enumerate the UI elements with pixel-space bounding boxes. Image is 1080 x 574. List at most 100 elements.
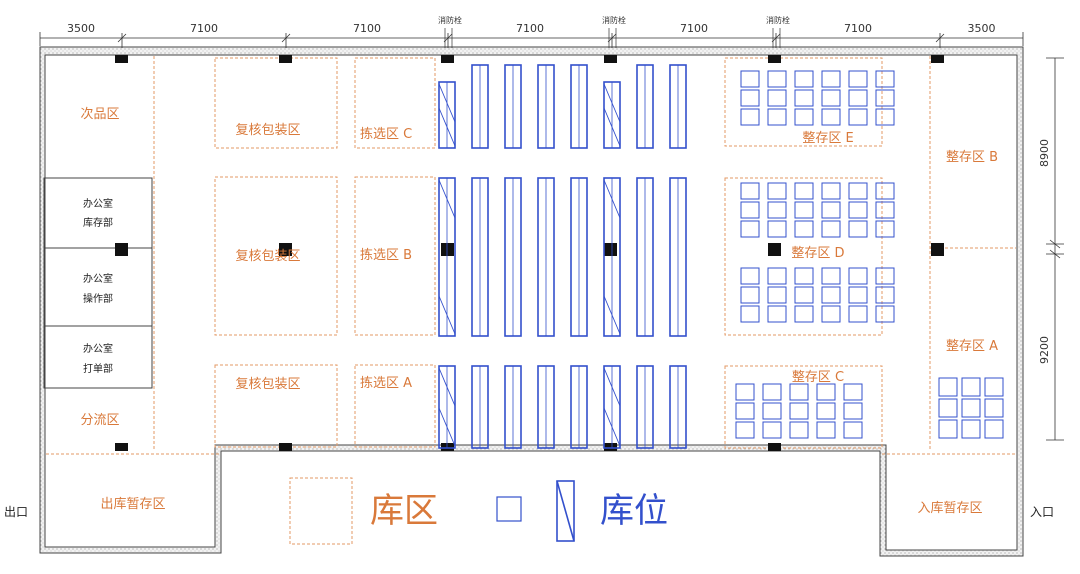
bulk-bin: [848, 305, 868, 323]
hydrant-labels: 消防栓消防栓消防栓: [438, 15, 790, 48]
zone-label-bulk-b: 整存区 B: [946, 150, 998, 165]
bulk-bin: [794, 267, 814, 285]
bulk-bin: [984, 377, 1004, 397]
right-dimension-2: 9200: [1038, 336, 1051, 364]
bulk-bin: [821, 70, 841, 88]
zone-label-review-pack-mid: 复核包装区: [235, 249, 300, 264]
rack-location: [537, 177, 555, 337]
right-dimension-1: 8900: [1038, 139, 1051, 167]
hydrant-marker-3: [772, 28, 781, 48]
top-dimension-2: 7100: [190, 22, 218, 35]
bulk-bin: [767, 182, 787, 200]
bulk-bin: [848, 108, 868, 126]
structural-columns: [115, 55, 944, 451]
bulk-bin: [821, 220, 841, 238]
zone-label-bulk-a: 整存区 A: [946, 339, 998, 354]
rack-location: [438, 81, 456, 149]
bulk-bin: [762, 402, 782, 420]
zone-label-review-pack-top: 复核包装区: [235, 123, 300, 138]
bulk-bin: [794, 220, 814, 238]
bulk-bin: [789, 402, 809, 420]
zone-label-pick-a: 拣选区 A: [360, 376, 412, 391]
top-dimension-line: [39, 32, 1024, 46]
top-dimension-6: 7100: [844, 22, 872, 35]
bulk-bin: [767, 108, 787, 126]
bulk-bin: [938, 419, 958, 439]
bulk-bin: [843, 421, 863, 439]
rack-location: [636, 64, 654, 149]
zone-label-review-pack-bot: 复核包装区: [235, 377, 300, 392]
bulk-bin: [848, 201, 868, 219]
bulk-bin: [735, 421, 755, 439]
rack-location: [669, 64, 687, 149]
bulk-bin: [794, 89, 814, 107]
legend-rack-swatch: [556, 480, 575, 542]
bulk-bin: [821, 305, 841, 323]
bulk-bin: [740, 201, 760, 219]
bulk-bin-locations: [735, 70, 1004, 439]
exit-label: 出口: [4, 505, 28, 519]
bulk-bin: [794, 305, 814, 323]
top-dimension-7: 3500: [968, 22, 996, 35]
bulk-bin: [816, 421, 836, 439]
rack-location: [537, 365, 555, 449]
zone-label-pick-b: 拣选区 B: [360, 248, 412, 263]
bulk-bin: [938, 398, 958, 418]
hydrant-marker-1: [444, 28, 453, 48]
bulk-bin: [740, 108, 760, 126]
bulk-bin: [848, 220, 868, 238]
rack-location: [504, 177, 522, 337]
bulk-bin: [875, 108, 895, 126]
top-dimension-3: 7100: [353, 22, 381, 35]
zone-label-bulk-e: 整存区 E: [802, 131, 853, 146]
rack-location: [603, 177, 621, 337]
bulk-bin: [794, 182, 814, 200]
bulk-bin: [984, 398, 1004, 418]
bulk-bin: [848, 89, 868, 107]
bulk-bin: [767, 70, 787, 88]
bulk-bin: [875, 89, 895, 107]
bulk-bin: [821, 182, 841, 200]
bulk-bin: [843, 402, 863, 420]
bulk-bin: [843, 383, 863, 401]
office-2-line2: 操作部: [83, 292, 113, 305]
office-3-line2: 打单部: [83, 362, 113, 375]
bulk-bin: [821, 286, 841, 304]
legend-bin-swatch: [496, 496, 522, 522]
partition-lines: [43, 177, 153, 389]
bulk-bin: [767, 89, 787, 107]
bulk-bin: [735, 402, 755, 420]
bulk-bin: [821, 201, 841, 219]
bulk-bin: [740, 182, 760, 200]
zone-outlines: [46, 56, 1016, 545]
bulk-bin: [794, 108, 814, 126]
bulk-bin: [821, 267, 841, 285]
bulk-bin: [875, 220, 895, 238]
legend: 库区 库位: [370, 480, 668, 542]
bulk-bin: [767, 305, 787, 323]
office-3-line1: 办公室: [83, 342, 113, 355]
office-2-line1: 办公室: [83, 272, 113, 285]
bulk-bin: [767, 201, 787, 219]
entrance-label: 入口: [1030, 505, 1054, 519]
rack-location: [570, 177, 588, 337]
bulk-bin: [848, 182, 868, 200]
bulk-bin: [816, 402, 836, 420]
bulk-bin: [794, 286, 814, 304]
bulk-bin: [794, 201, 814, 219]
zone-label-sorting: 分流区: [80, 413, 119, 428]
top-dimension-4: 7100: [516, 22, 544, 35]
rack-location: [603, 365, 621, 449]
bulk-bin: [875, 201, 895, 219]
legend-zone-label: 库区: [370, 491, 438, 531]
zone-label-bulk-c: 整存区 C: [792, 370, 844, 385]
office-1-line1: 办公室: [83, 197, 113, 210]
bulk-bin: [984, 419, 1004, 439]
rack-location: [504, 365, 522, 449]
bulk-bin: [740, 305, 760, 323]
bulk-bin: [961, 398, 981, 418]
bulk-bin: [794, 70, 814, 88]
zone-label-outbound-staging: 出库暂存区: [100, 496, 165, 512]
zone-label-defective: 次品区: [80, 106, 119, 122]
